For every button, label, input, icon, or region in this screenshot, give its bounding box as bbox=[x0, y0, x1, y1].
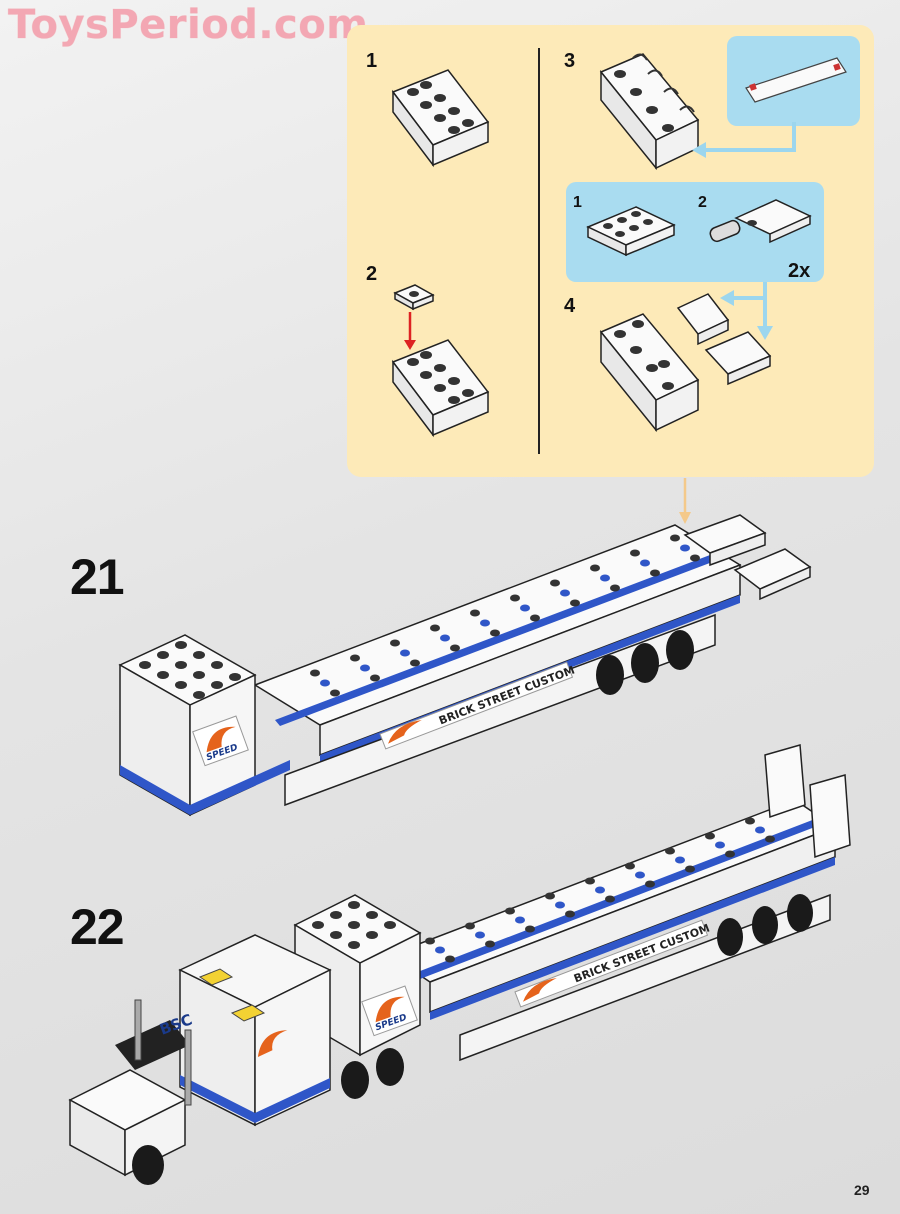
substep-1-number: 1 bbox=[366, 50, 378, 72]
plate-1x1-illustration bbox=[393, 284, 435, 311]
substep-2-number: 2 bbox=[366, 263, 378, 285]
decal-sticker-illustration bbox=[745, 57, 847, 103]
callout-divider bbox=[538, 48, 540, 454]
brick-1x4-illustration bbox=[391, 69, 490, 168]
step-21-number: 21 bbox=[70, 549, 125, 605]
inset-substep-2-number: 2 bbox=[698, 194, 707, 211]
substep-3-number: 3 bbox=[564, 50, 576, 72]
multiplier-label: 2x bbox=[788, 260, 811, 282]
inset-substep-1-number: 1 bbox=[573, 194, 582, 211]
watermark: ToysPeriod.com bbox=[8, 2, 369, 48]
truck-and-trailer-step-22-illustration: BSC BRICK STREET CUSTOM SPEED bbox=[68, 744, 851, 1185]
brick-1x4-with-plate-illustration bbox=[391, 339, 490, 438]
trailer-step-21-illustration: BRICK STREET CUSTOM SPEED bbox=[118, 514, 812, 817]
hinged-ramp-assembly-illustration bbox=[599, 293, 772, 433]
substep-4-number: 4 bbox=[564, 295, 576, 317]
clip-brick-assembly-illustration bbox=[599, 53, 700, 171]
page-number: 29 bbox=[854, 1182, 870, 1198]
plate-2x3-illustration bbox=[586, 206, 676, 257]
step-22-number: 22 bbox=[70, 899, 125, 955]
callout-to-step-arrow bbox=[679, 478, 691, 524]
red-placement-arrow bbox=[404, 312, 416, 350]
hinge-plate-illustration bbox=[709, 199, 812, 244]
decal-pointer-arrow bbox=[692, 122, 796, 158]
inset-pointer-arrows bbox=[720, 282, 773, 340]
